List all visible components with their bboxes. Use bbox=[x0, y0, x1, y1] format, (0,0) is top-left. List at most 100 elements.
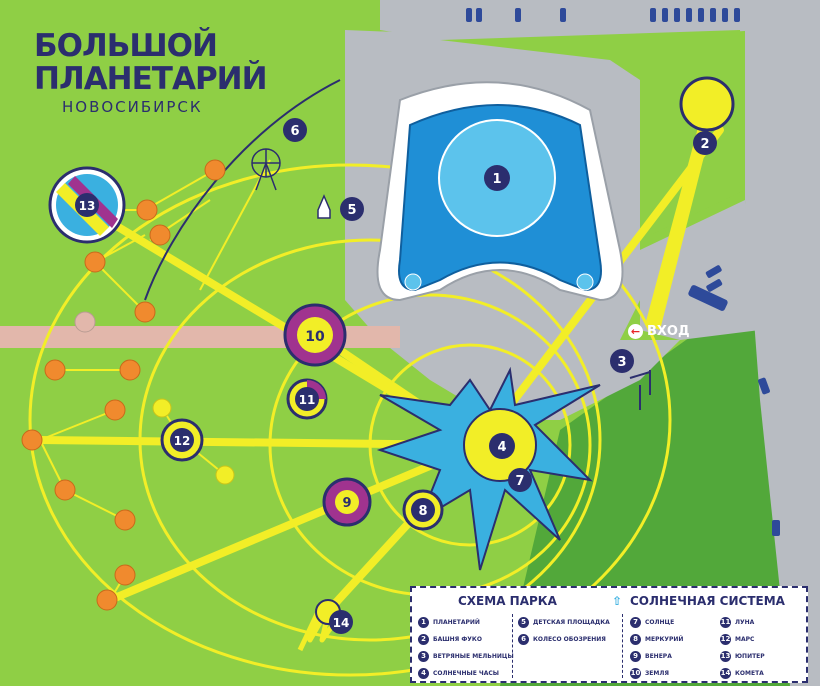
legend-item: 7 СОЛНЦЕ bbox=[630, 614, 683, 631]
marker-4[interactable]: 4 bbox=[463, 408, 537, 482]
legend-num: 6 bbox=[518, 634, 529, 645]
legend-text: ВЕТРЯНЫЕ МЕЛЬНИЦЫ bbox=[433, 653, 514, 660]
logo-line-1: БОЛЬШОЙ bbox=[34, 28, 218, 64]
marker-9[interactable]: 9 bbox=[322, 477, 372, 527]
marker-label: 4 bbox=[497, 440, 506, 455]
marker-13[interactable]: 13 bbox=[48, 166, 126, 244]
legend-num: 7 bbox=[630, 617, 641, 628]
marker-6[interactable]: 6 bbox=[283, 118, 307, 142]
legend-text: ДЕТСКАЯ ПЛОЩАДКА bbox=[533, 619, 610, 626]
legend-divider bbox=[622, 614, 624, 678]
marker-1[interactable]: 1 bbox=[484, 165, 510, 191]
parked-cars-east bbox=[688, 265, 780, 536]
legend-num: 14 bbox=[720, 668, 731, 679]
windmills-icon bbox=[629, 370, 651, 410]
entrance-text: ВХОД bbox=[647, 324, 690, 339]
legend-park-col-1: 1 ПЛАНЕТАРИЙ 2 БАШНЯ ФУКО 3 ВЕТРЯНЫЕ МЕЛЬНИ… bbox=[418, 614, 514, 682]
marker-2[interactable]: 2 bbox=[679, 76, 735, 155]
legend-item: 8 МЕРКУРИЙ bbox=[630, 631, 683, 648]
approach-road bbox=[640, 200, 760, 340]
legend-num: 11 bbox=[720, 617, 731, 628]
legend-text: ЗЕМЛЯ bbox=[645, 670, 669, 677]
logo-city: НОВОСИБИРСК bbox=[62, 98, 203, 116]
legend-num: 13 bbox=[720, 651, 731, 662]
marker-label: 3 bbox=[617, 355, 626, 370]
parked-cars-top bbox=[466, 8, 740, 22]
arrow-left-icon: ← bbox=[628, 324, 643, 339]
entrance-label[interactable]: ← ВХОД bbox=[628, 324, 690, 339]
legend-text: КОЛЕСО ОБОЗРЕНИЯ bbox=[533, 636, 606, 643]
legend-text: ЮПИТЕР bbox=[735, 653, 765, 660]
east-road bbox=[745, 0, 820, 686]
legend-item: 12 МАРС bbox=[720, 631, 765, 648]
boundary-line bbox=[144, 79, 341, 301]
legend-item: 2 БАШНЯ ФУКО bbox=[418, 631, 514, 648]
marker-label: 5 bbox=[347, 203, 356, 218]
legend-text: БАШНЯ ФУКО bbox=[433, 636, 482, 643]
foucault-path bbox=[645, 120, 712, 330]
legend-item: 11 ЛУНА bbox=[720, 614, 765, 631]
marker-label: 10 bbox=[305, 329, 325, 345]
marker-7[interactable]: 7 bbox=[508, 468, 532, 492]
legend-item: 13 ЮПИТЕР bbox=[720, 648, 765, 665]
marker-label: 2 bbox=[700, 137, 709, 152]
legend-text: СОЛНЕЧНЫЕ ЧАСЫ bbox=[433, 670, 499, 677]
marker-label: 6 bbox=[290, 124, 299, 139]
legend-park-col-2: 5 ДЕТСКАЯ ПЛОЩАДКА 6 КОЛЕСО ОБОЗРЕНИЯ bbox=[518, 614, 610, 648]
legend-num: 1 bbox=[418, 617, 429, 628]
legend-solar-title: ⇧ СОЛНЕЧНАЯ СИСТЕМА bbox=[612, 594, 785, 608]
legend-divider bbox=[512, 614, 514, 678]
orange-trees bbox=[21, 159, 226, 611]
legend-num: 5 bbox=[518, 617, 529, 628]
legend-text: ЛУНА bbox=[735, 619, 755, 626]
legend-park-title: СХЕМА ПАРКА bbox=[458, 594, 557, 608]
marker-label: 13 bbox=[79, 199, 96, 213]
marker-5[interactable]: 5 bbox=[340, 197, 364, 221]
logo-line-2: ПЛАНЕТАРИЙ bbox=[34, 61, 268, 97]
legend-solar-col-2: 11 ЛУНА 12 МАРС 13 ЮПИТЕР 14 КОМЕТА bbox=[720, 614, 765, 682]
legend-num: 3 bbox=[418, 651, 429, 662]
legend-num: 2 bbox=[418, 634, 429, 645]
marker-label: 14 bbox=[333, 616, 350, 630]
legend-solar-title-text: СОЛНЕЧНАЯ СИСТЕМА bbox=[630, 594, 785, 608]
legend-item: 9 ВЕНЕРА bbox=[630, 648, 683, 665]
marker-label: 8 bbox=[418, 504, 427, 519]
legend-solar-col-1: 7 СОЛНЦЕ 8 МЕРКУРИЙ 9 ВЕНЕРА 10 ЗЕМЛЯ bbox=[630, 614, 683, 682]
planetarium-logo: БОЛЬШОЙ ПЛАНЕТАРИЙ НОВОСИБИРСК bbox=[34, 28, 268, 117]
marker-label: 9 bbox=[342, 496, 351, 511]
legend-text: МАРС bbox=[735, 636, 755, 643]
east-lawn bbox=[440, 30, 745, 240]
marker-label: 1 bbox=[492, 172, 501, 187]
marker-11[interactable]: 11 bbox=[286, 378, 328, 420]
marker-label: 11 bbox=[299, 393, 316, 407]
marker-12[interactable]: 12 bbox=[160, 418, 204, 462]
marker-3[interactable]: 3 bbox=[610, 349, 634, 373]
marker-8[interactable]: 8 bbox=[402, 489, 444, 531]
legend-text: КОМЕТА bbox=[735, 670, 764, 677]
legend-num: 12 bbox=[720, 634, 731, 645]
legend-num: 8 bbox=[630, 634, 641, 645]
map-legend: СХЕМА ПАРКА ⇧ СОЛНЕЧНАЯ СИСТЕМА 1 ПЛАНЕТАР… bbox=[410, 586, 808, 683]
planetarium-building bbox=[376, 81, 624, 302]
marker-10[interactable]: 10 bbox=[283, 303, 347, 367]
legend-item: 4 СОЛНЕЧНЫЕ ЧАСЫ bbox=[418, 665, 514, 682]
legend-num: 4 bbox=[418, 668, 429, 679]
legend-item: 6 КОЛЕСО ОБОЗРЕНИЯ bbox=[518, 631, 610, 648]
legend-text: ВЕНЕРА bbox=[645, 653, 672, 660]
marker-14[interactable]: 14 bbox=[297, 599, 353, 652]
legend-item: 1 ПЛАНЕТАРИЙ bbox=[418, 614, 514, 631]
legend-text: ПЛАНЕТАРИЙ bbox=[433, 619, 480, 626]
legend-text: МЕРКУРИЙ bbox=[645, 636, 684, 643]
rocket-icon bbox=[317, 194, 331, 219]
legend-text: СОЛНЦЕ bbox=[645, 619, 675, 626]
marker-label: 12 bbox=[174, 434, 191, 448]
rocket-icon: ⇧ bbox=[612, 594, 623, 608]
legend-num: 10 bbox=[630, 668, 641, 679]
legend-item: 10 ЗЕМЛЯ bbox=[630, 665, 683, 682]
yellow-dots bbox=[152, 398, 235, 485]
pink-tree bbox=[74, 311, 96, 333]
legend-item: 14 КОМЕТА bbox=[720, 665, 765, 682]
legend-item: 5 ДЕТСКАЯ ПЛОЩАДКА bbox=[518, 614, 610, 631]
legend-num: 9 bbox=[630, 651, 641, 662]
